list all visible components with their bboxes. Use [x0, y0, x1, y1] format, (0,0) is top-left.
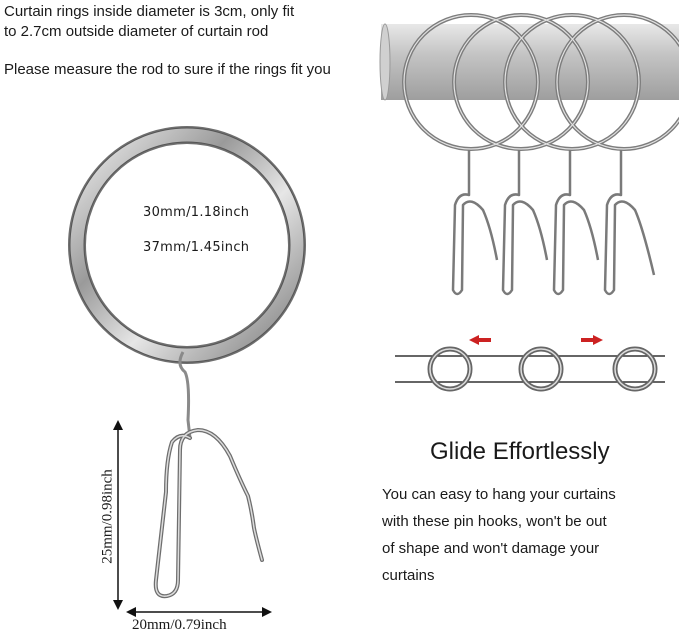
- desc-line: You can easy to hang your curtains: [382, 486, 616, 503]
- desc-line: of shape and won't damage your: [382, 540, 600, 557]
- info-line-2: to 2.7cm outside diameter of curtain rod: [4, 23, 269, 40]
- height-dimension-arrow: [113, 420, 123, 610]
- desc-line: curtains: [382, 567, 435, 584]
- info-line-1: Curtain rings inside diameter is 3cm, on…: [4, 3, 295, 20]
- width-dimension-arrow: [126, 607, 272, 617]
- red-right-arrow-icon: [581, 335, 603, 345]
- info-line-3: Please measure the rod to sure if the ri…: [4, 61, 331, 78]
- feature-description: You can easy to hang your curtains with …: [382, 481, 672, 589]
- glide-diagram: [395, 335, 665, 392]
- ring-outer-diameter-label: 37mm/1.45inch: [143, 240, 250, 255]
- ring-hook-illustration: [68, 126, 306, 599]
- feature-title: Glide Effortlessly: [430, 438, 610, 465]
- ring-inner-diameter-label: 30mm/1.18inch: [143, 205, 250, 220]
- red-left-arrow-icon: [469, 335, 491, 345]
- rod-rings-illustration: [379, 13, 679, 296]
- height-dimension-label: 25mm/0.98inch: [99, 469, 116, 564]
- desc-line: with these pin hooks, won't be out: [382, 513, 607, 530]
- width-dimension-label: 20mm/0.79inch: [132, 617, 227, 633]
